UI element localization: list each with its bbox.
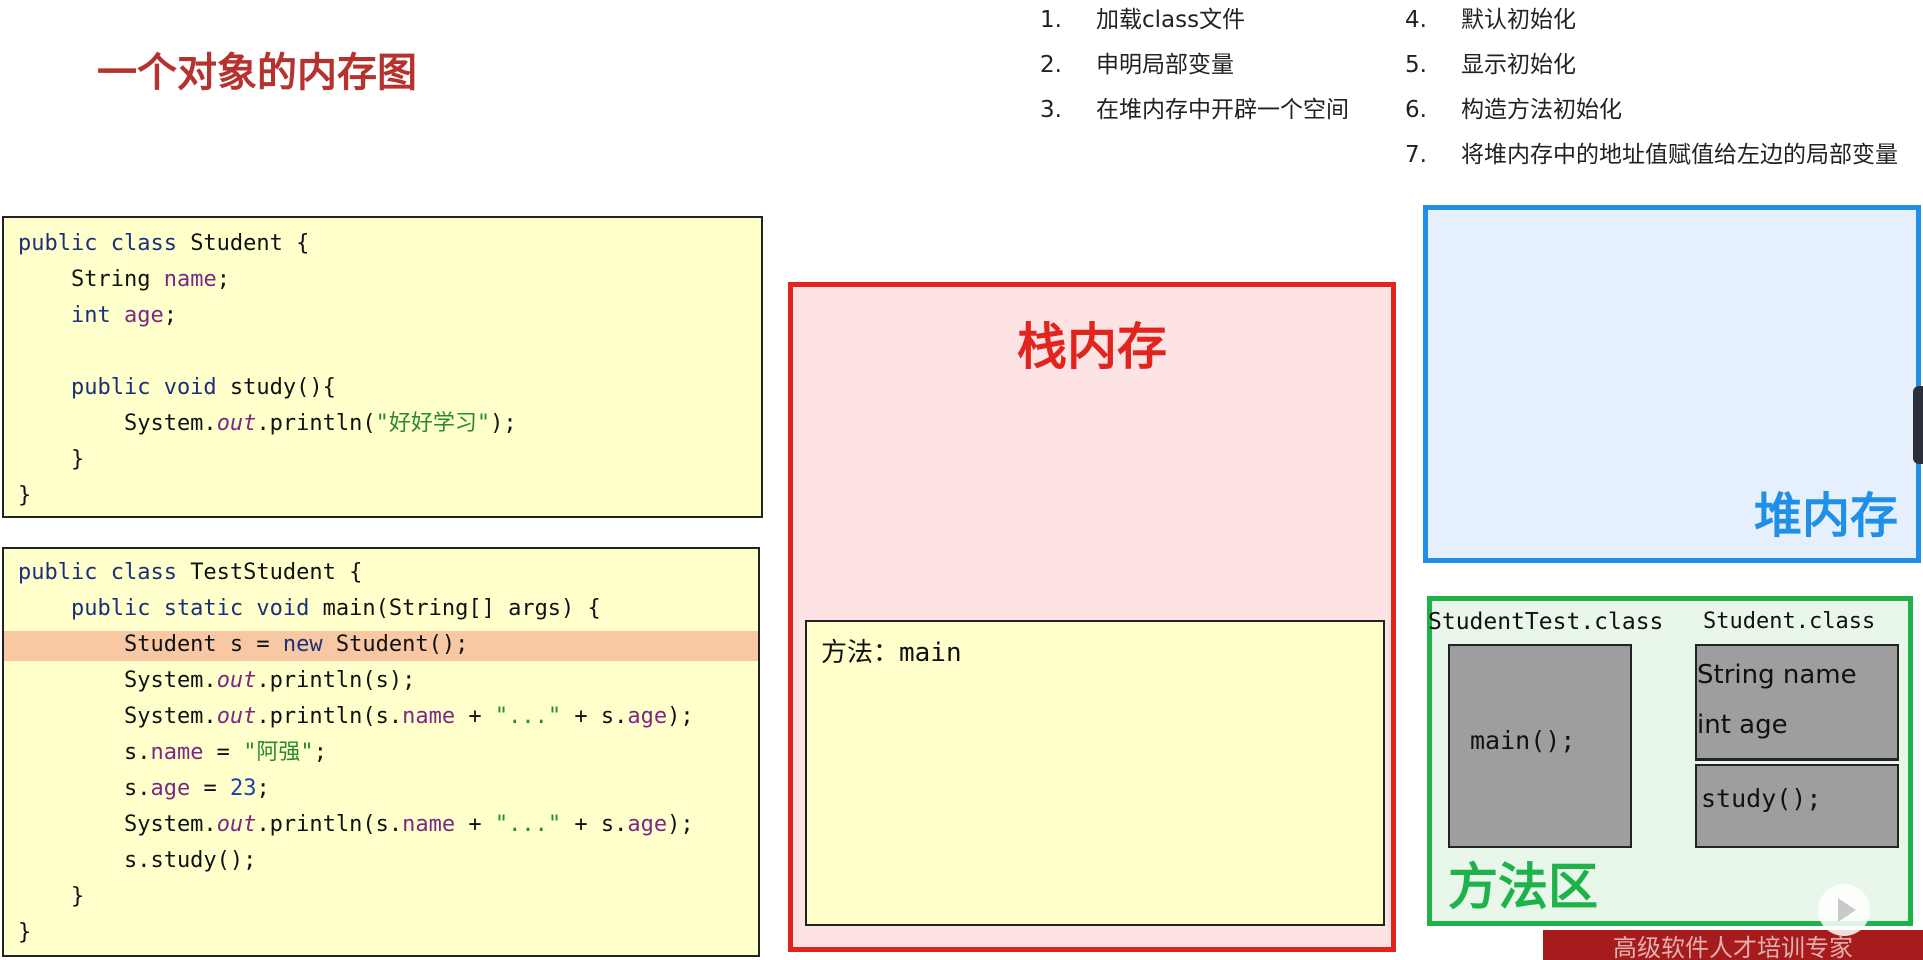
code-student-class: public class Student { String name; int … bbox=[2, 216, 763, 518]
step-5: 5. 显示初始化 bbox=[1405, 45, 1576, 79]
heap-memory-title: 堆内存 bbox=[1753, 488, 1898, 544]
step-text: 加载class文件 bbox=[1096, 7, 1246, 33]
step-2: 2. 申明局部变量 bbox=[1040, 45, 1234, 79]
main-method-frame: 方法：main bbox=[805, 620, 1385, 926]
step-text: 申明局部变量 bbox=[1096, 52, 1234, 78]
field-string-name: String name bbox=[1697, 660, 1857, 690]
code-line: System.out.println("好好学习"); bbox=[18, 411, 517, 436]
code-test-student: public class TestStudent { public static… bbox=[2, 547, 760, 957]
stack-memory-panel: 栈内存 方法：main bbox=[788, 282, 1396, 952]
step-4: 4. 默认初始化 bbox=[1405, 0, 1576, 34]
stack-memory-title: 栈内存 bbox=[1017, 318, 1167, 376]
step-number: 6. bbox=[1405, 97, 1427, 123]
brand-banner: 高级软件人才培训专家 bbox=[1543, 930, 1923, 960]
code-line-highlighted: Student s = new Student(); bbox=[18, 632, 469, 657]
code-line: System.out.println(s.name + "..." + s.ag… bbox=[18, 812, 694, 837]
code-line: public class TestStudent { bbox=[18, 560, 363, 585]
code-line: System.out.println(s.name + "..." + s.ag… bbox=[18, 704, 694, 729]
study-method-entry: study(); bbox=[1701, 784, 1822, 813]
step-1: 1. 加载class文件 bbox=[1040, 0, 1245, 34]
step-number: 2. bbox=[1040, 52, 1062, 78]
banner-text: 高级软件人才培训专家 bbox=[1613, 934, 1853, 960]
frame-label: 方法：main bbox=[821, 638, 962, 668]
step-7: 7. 将堆内存中的地址值赋值给左边的局部变量 bbox=[1405, 135, 1898, 169]
step-number: 3. bbox=[1040, 97, 1062, 123]
code-line: } bbox=[18, 447, 85, 472]
step-text: 默认初始化 bbox=[1461, 7, 1576, 33]
code-line: s.study(); bbox=[18, 848, 257, 873]
student-methods-box: study(); bbox=[1695, 764, 1899, 848]
code-line: public static void main(String[] args) { bbox=[18, 596, 601, 621]
student-fields-box: String name int age bbox=[1695, 644, 1899, 761]
step-text: 构造方法初始化 bbox=[1461, 97, 1622, 123]
code-line: } bbox=[18, 920, 32, 945]
step-text: 显示初始化 bbox=[1461, 52, 1576, 78]
code-line: public void study(){ bbox=[18, 375, 336, 400]
play-icon[interactable] bbox=[1818, 884, 1870, 936]
code-line: } bbox=[18, 483, 32, 508]
scroll-handle[interactable] bbox=[1913, 386, 1923, 464]
step-3: 3. 在堆内存中开辟一个空间 bbox=[1040, 90, 1349, 124]
studenttest-class-box: main(); bbox=[1448, 644, 1632, 848]
student-class-label: Student.class bbox=[1703, 609, 1876, 634]
step-number: 5. bbox=[1405, 52, 1427, 78]
code-line: public class Student { bbox=[18, 231, 310, 256]
step-number: 4. bbox=[1405, 7, 1427, 33]
step-text: 将堆内存中的地址值赋值给左边的局部变量 bbox=[1461, 142, 1898, 168]
step-number: 1. bbox=[1040, 7, 1062, 33]
slide-title: 一个对象的内存图 bbox=[97, 50, 417, 96]
studenttest-class-label: StudentTest.class bbox=[1428, 609, 1664, 635]
step-text: 在堆内存中开辟一个空间 bbox=[1096, 97, 1349, 123]
step-number: 7. bbox=[1405, 142, 1427, 168]
current-line-highlight bbox=[4, 631, 758, 661]
method-area-title: 方法区 bbox=[1448, 858, 1598, 916]
method-area-panel: StudentTest.class main(); Student.class … bbox=[1427, 596, 1913, 926]
main-method-entry: main(); bbox=[1470, 726, 1576, 755]
code-line: s.name = "阿强"; bbox=[18, 740, 327, 765]
code-line: String name; bbox=[18, 267, 230, 292]
code-line: System.out.println(s); bbox=[18, 668, 416, 693]
field-int-age: int age bbox=[1697, 710, 1788, 740]
heap-memory-panel: 堆内存 bbox=[1423, 205, 1921, 563]
code-line: s.age = 23; bbox=[18, 776, 270, 801]
code-line: } bbox=[18, 884, 85, 909]
step-6: 6. 构造方法初始化 bbox=[1405, 90, 1622, 124]
code-line: int age; bbox=[18, 303, 177, 328]
